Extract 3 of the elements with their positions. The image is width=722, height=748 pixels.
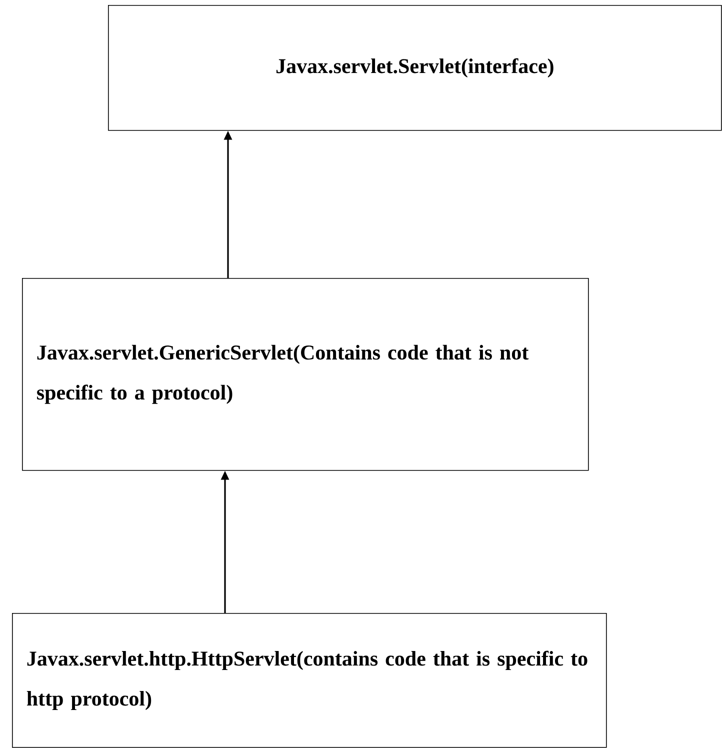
class-box: Javax.servlet.Servlet(interface) (108, 5, 722, 131)
class-box: Javax.servlet.http.HttpServlet(contains code that is specific to http protocol) (12, 613, 607, 748)
class-box: Javax.servlet.GenericServlet(Contains code that is not specific to a protocol) (22, 278, 589, 471)
